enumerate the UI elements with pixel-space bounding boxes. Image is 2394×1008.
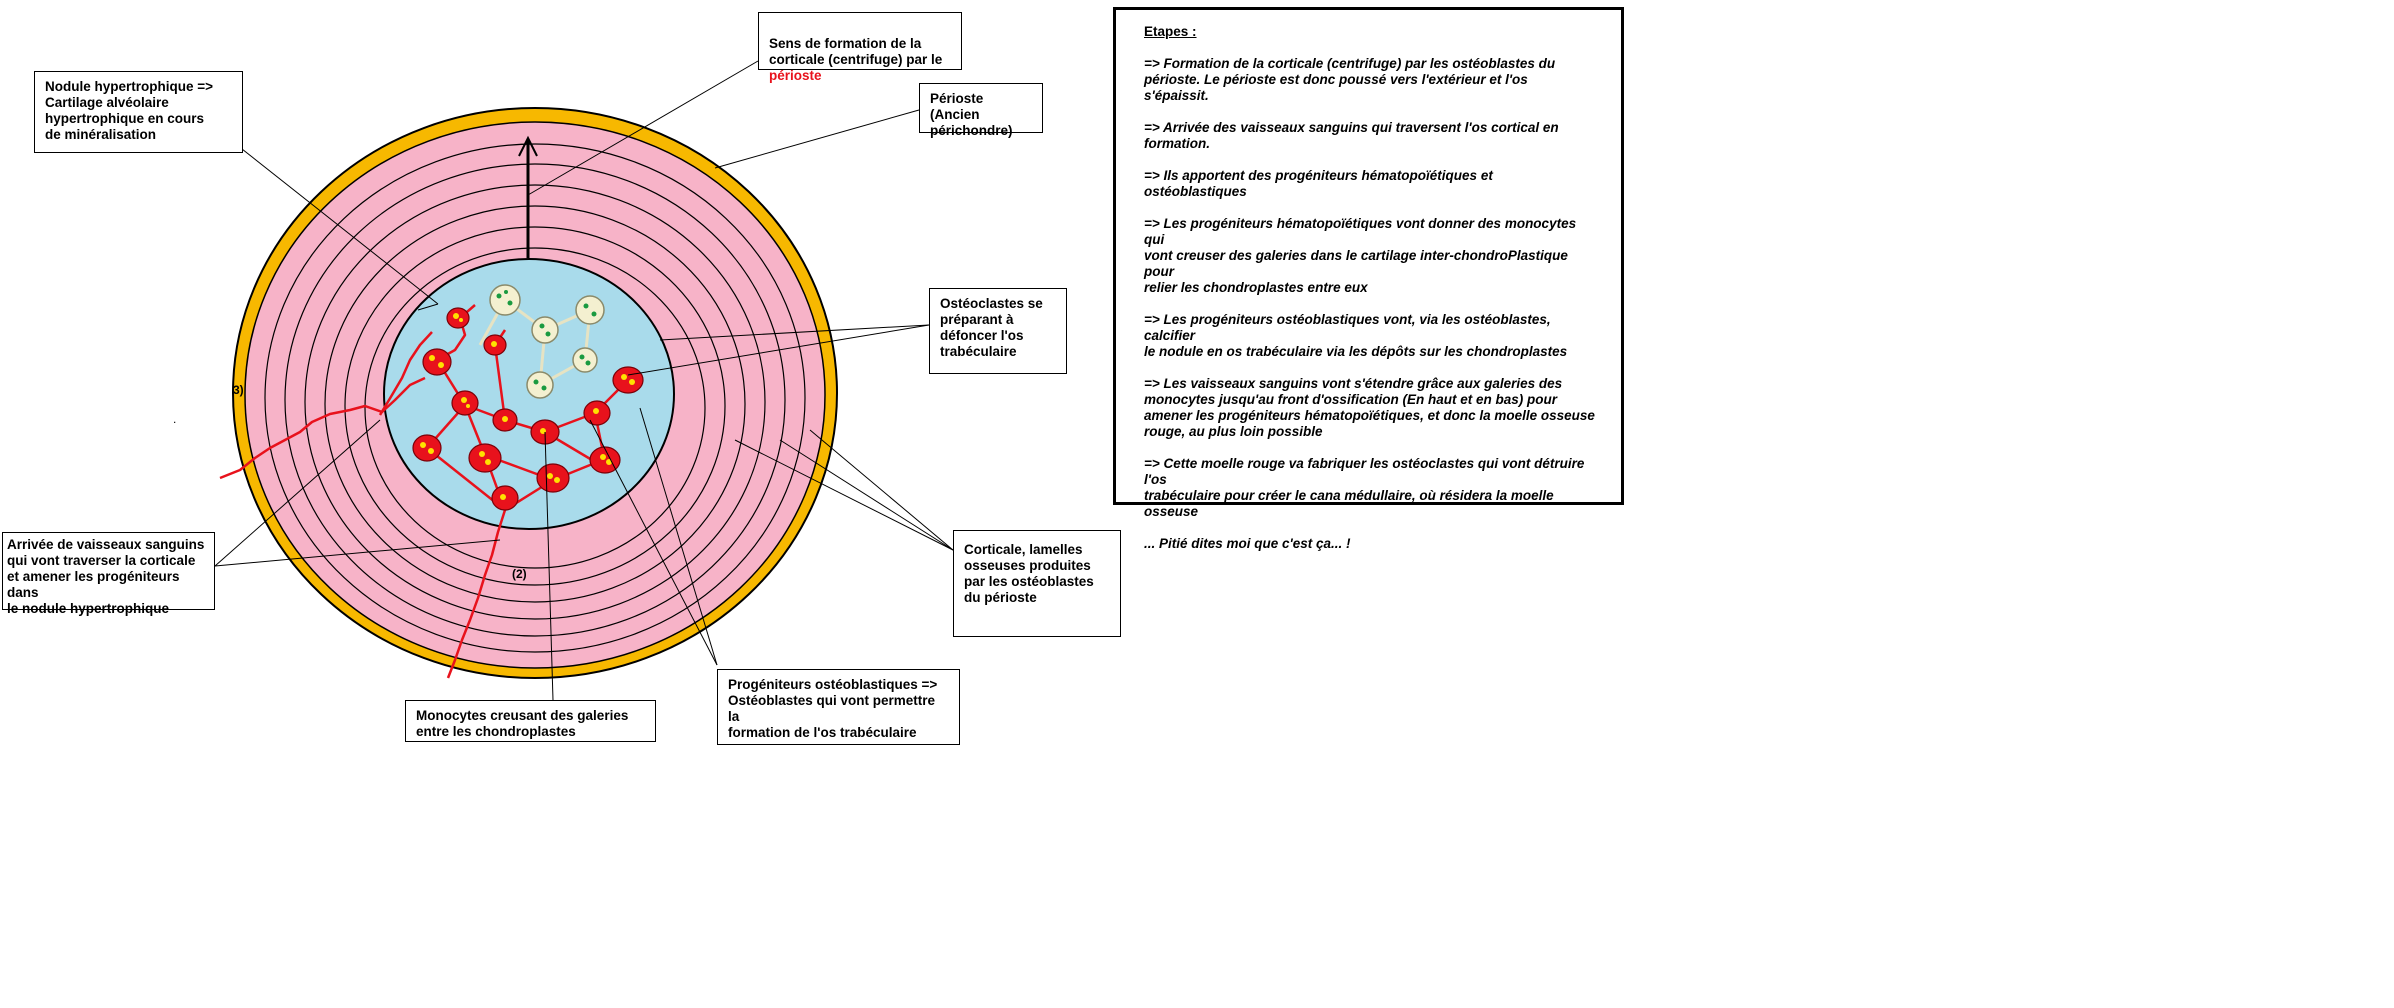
formation-arrow xyxy=(518,135,538,258)
step-5: => Les progéniteurs ostéoblastiques vont… xyxy=(1144,312,1568,359)
osteoclasts xyxy=(489,284,605,399)
label-cortical: Corticale, lamelles osseuses produites p… xyxy=(953,530,1121,637)
label-vessels: Arrivée de vaisseaux sanguins qui vont t… xyxy=(2,532,215,616)
label-periosteum: Périoste (Ancien périchondre) xyxy=(919,83,1043,138)
label-formation-sense: Sens de formation de la corticale (centr… xyxy=(758,12,962,83)
label-osteoclasts: Ostéoclastes se préparant à défoncer l'o… xyxy=(929,288,1067,374)
marker-2: (2) xyxy=(512,567,527,581)
label-progenitors: Progéniteurs ostéoblastiques => Ostéobla… xyxy=(717,669,960,745)
step-2: => Arrivée des vaisseaux sanguins qui tr… xyxy=(1144,120,1559,151)
leader-lines xyxy=(214,60,954,701)
osteoclast-nuclei xyxy=(496,290,597,391)
steps-title: Etapes : xyxy=(1144,24,1197,39)
marker-3: 3) xyxy=(233,383,244,397)
marker-dot: . xyxy=(173,412,177,426)
label-nodule: Nodule hypertrophique => Cartilage alvéo… xyxy=(34,71,243,153)
cortical-lamellae xyxy=(264,143,806,653)
steps-panel: Etapes : => Formation de la corticale (c… xyxy=(1113,7,1624,551)
step-3: => Ils apportent des progéniteurs hémato… xyxy=(1144,168,1493,199)
hypertrophic-nodule xyxy=(383,258,675,530)
label-monocytes: Monocytes creusant des galeries entre le… xyxy=(405,700,656,742)
progenitor-nuclei xyxy=(420,313,635,500)
step-6: => Les vaisseaux sanguins vont s'étendre… xyxy=(1144,376,1595,439)
formation-sense-text: Sens de formation de la corticale (centr… xyxy=(769,36,943,67)
step-7: => Cette moelle rouge va fabriquer les o… xyxy=(1144,456,1585,519)
step-8: ... Pitié dites moi que c'est ça... ! xyxy=(1144,536,1351,551)
step-1: => Formation de la corticale (centrifuge… xyxy=(1144,56,1556,103)
step-4: => Les progéniteurs hématopoïétiques von… xyxy=(1144,216,1577,295)
formation-sense-highlight: périoste xyxy=(769,68,822,83)
